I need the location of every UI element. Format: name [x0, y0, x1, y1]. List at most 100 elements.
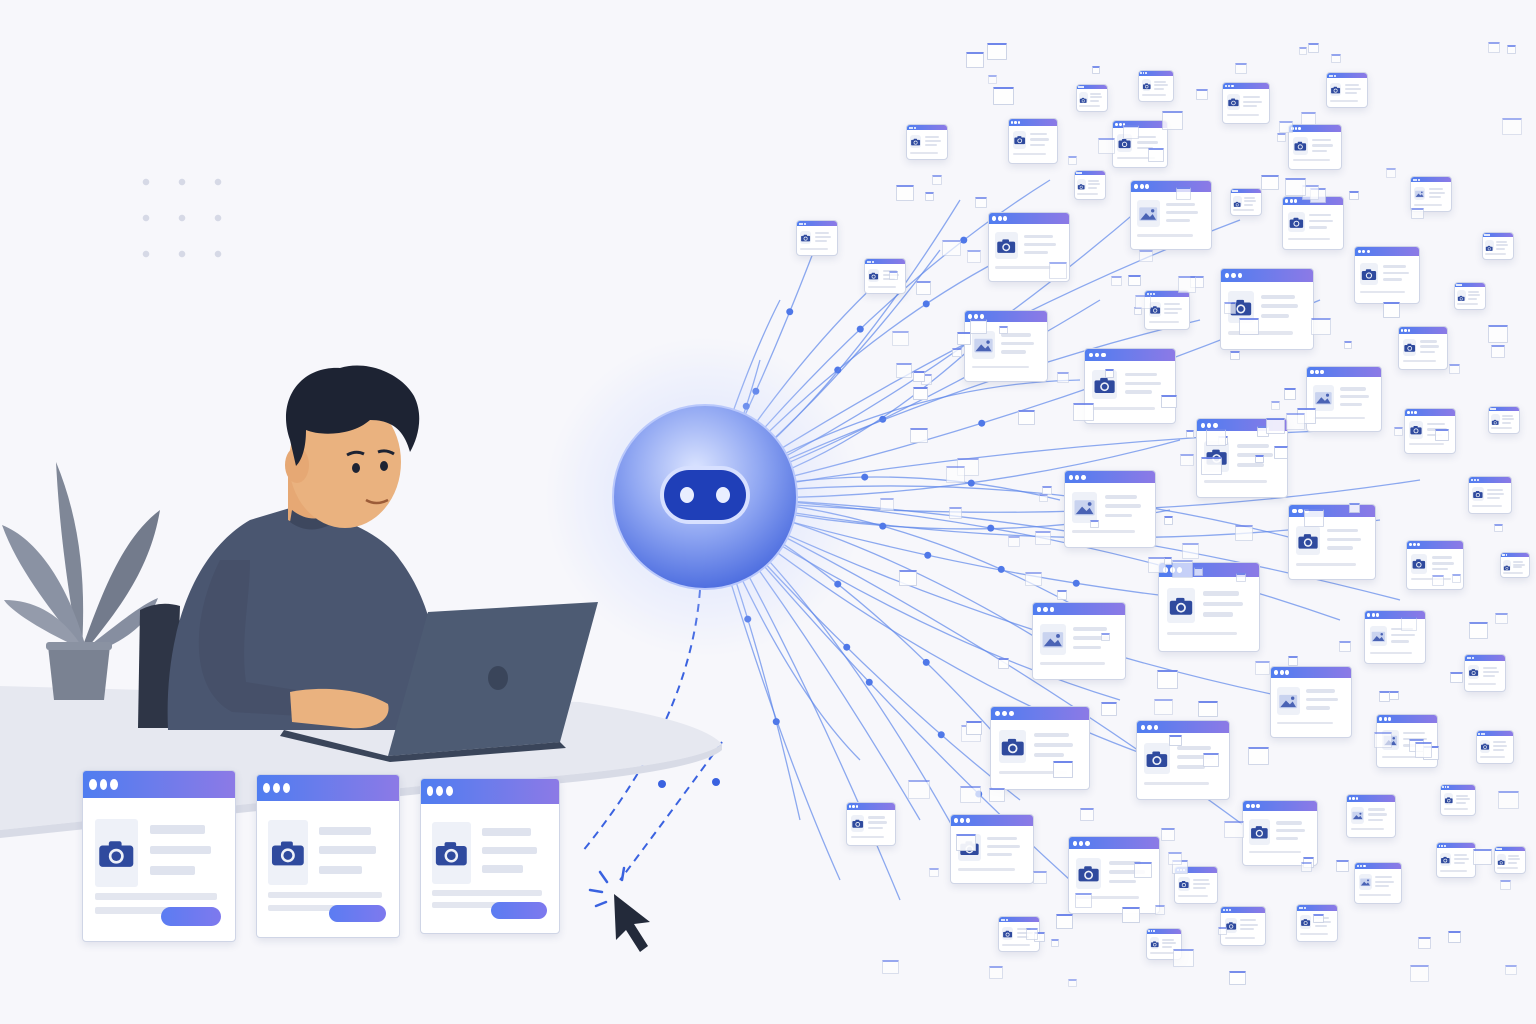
- plant: [2, 462, 160, 700]
- laptop: [280, 602, 598, 762]
- mini-page-thumbnail: [898, 569, 917, 586]
- mini-page-thumbnail: [986, 42, 1007, 60]
- web-page-card: [1064, 470, 1156, 548]
- mini-page-thumbnail: [1181, 543, 1200, 559]
- mini-page-thumbnail: [1201, 457, 1222, 476]
- mouse-pointer-icon: [588, 866, 650, 952]
- mini-page-thumbnail: [1487, 325, 1508, 344]
- mini-page-thumbnail: [1148, 557, 1166, 573]
- network-node: [879, 522, 887, 530]
- web-page-card: [1288, 124, 1342, 170]
- camera-icon: [268, 820, 309, 886]
- network-node: [978, 419, 986, 427]
- mini-page-thumbnail: [1498, 790, 1520, 809]
- network-node: [712, 778, 720, 786]
- camera-icon: [1293, 137, 1308, 155]
- mini-page-thumbnail: [1336, 859, 1350, 872]
- web-page-card: [1468, 476, 1512, 514]
- mini-page-thumbnail: [1156, 670, 1179, 689]
- web-page-card: [1270, 666, 1352, 738]
- web-page-card: [1482, 232, 1514, 260]
- mini-page-thumbnail: [1298, 47, 1308, 56]
- mini-page-thumbnail: [988, 788, 1005, 803]
- mini-page-thumbnail: [1217, 926, 1228, 936]
- mini-page-thumbnail: [1270, 401, 1280, 410]
- mini-page-thumbnail: [1348, 502, 1360, 513]
- mini-page-thumbnail: [1123, 125, 1139, 139]
- robot-orb-icon: [612, 404, 798, 590]
- mini-page-thumbnail: [1287, 655, 1299, 666]
- mini-page-thumbnail: [1100, 632, 1111, 642]
- camera-icon: [1012, 131, 1027, 149]
- web-page-card: [1136, 720, 1230, 800]
- mini-page-thumbnail: [1128, 274, 1141, 286]
- mini-page-thumbnail: [1154, 905, 1166, 916]
- camera-icon: [1497, 854, 1506, 865]
- network-node: [967, 479, 975, 487]
- mini-page-thumbnail: [1265, 417, 1285, 434]
- camera-icon: [1300, 915, 1312, 930]
- web-page-card: [1306, 366, 1382, 432]
- mini-page-thumbnail: [999, 325, 1008, 334]
- mini-page-thumbnail: [1171, 560, 1193, 579]
- mini-page-thumbnail: [932, 175, 943, 185]
- camera-icon: [1295, 525, 1320, 556]
- mini-page-thumbnail: [1447, 931, 1461, 944]
- image-icon: [1358, 874, 1372, 891]
- decorative-dot-grid: [128, 164, 248, 274]
- mini-page-thumbnail: [1228, 970, 1246, 986]
- web-page-card: [1354, 246, 1420, 304]
- camera-icon: [95, 818, 138, 887]
- mini-page-thumbnail: [1134, 294, 1151, 310]
- web-page-card: [256, 774, 400, 938]
- mini-page-thumbnail: [1385, 168, 1397, 179]
- mini-page-thumbnail: [1382, 302, 1401, 318]
- mini-page-thumbnail: [967, 250, 982, 264]
- camera-icon: [998, 729, 1027, 763]
- camera-icon: [1226, 94, 1240, 111]
- web-page-card: [1488, 406, 1520, 434]
- camera-icon: [1076, 858, 1102, 889]
- camera-icon: [1092, 369, 1118, 400]
- web-page-card: [1146, 928, 1182, 960]
- network-node: [658, 780, 666, 788]
- camera-icon: [1167, 587, 1195, 623]
- web-page-card: [1476, 730, 1514, 764]
- mini-page-thumbnail: [1468, 622, 1489, 639]
- mini-page-thumbnail: [1163, 515, 1173, 525]
- web-page-card: [1436, 842, 1476, 878]
- mini-page-thumbnail: [1330, 53, 1341, 63]
- camera-icon: [800, 230, 812, 245]
- web-page-card: [1354, 862, 1402, 904]
- mini-page-thumbnail: [1473, 848, 1492, 865]
- image-icon: [1414, 186, 1426, 201]
- mini-page-thumbnail: [1502, 117, 1522, 136]
- mini-page-thumbnail: [1338, 640, 1351, 652]
- web-page-card: [1454, 282, 1486, 310]
- mini-page-thumbnail: [1173, 949, 1194, 967]
- mini-page-thumbnail: [1435, 429, 1449, 442]
- mini-page-thumbnail: [1067, 156, 1078, 166]
- mini-page-thumbnail: [1448, 363, 1460, 375]
- camera-icon: [910, 134, 922, 149]
- mini-page-thumbnail: [1198, 700, 1218, 718]
- camera-icon: [995, 232, 1018, 260]
- mini-page-thumbnail: [1050, 939, 1059, 947]
- mini-page-thumbnail: [1499, 879, 1511, 891]
- mini-page-thumbnail: [1273, 445, 1289, 459]
- mini-page-thumbnail: [1236, 573, 1246, 583]
- mini-page-thumbnail: [1239, 317, 1259, 335]
- network-node: [997, 565, 1005, 573]
- camera-icon: [868, 268, 880, 283]
- camera-icon: [1248, 818, 1270, 845]
- camera-icon: [1402, 338, 1417, 356]
- camera-icon: [1409, 421, 1423, 439]
- mini-page-thumbnail: [1075, 893, 1092, 908]
- web-page-card: [1174, 866, 1218, 904]
- mini-page-thumbnail: [895, 363, 912, 378]
- camera-icon: [850, 814, 865, 832]
- network-node: [843, 643, 851, 651]
- image-icon: [1137, 200, 1160, 228]
- web-page-card: [1032, 602, 1126, 680]
